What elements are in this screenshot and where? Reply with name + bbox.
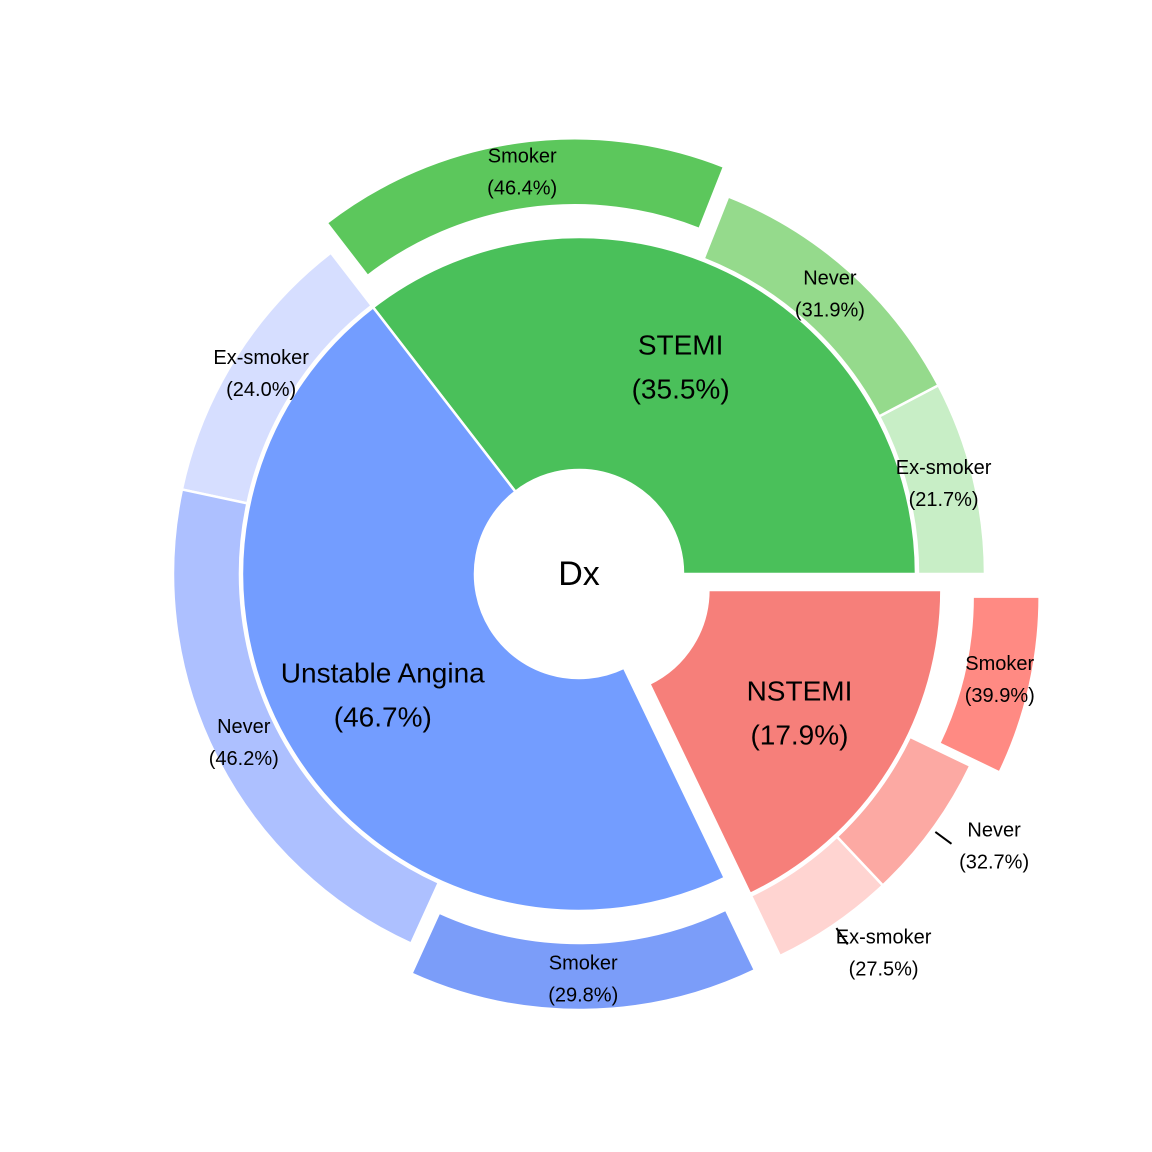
leader-line-nstemi-never — [934, 831, 953, 845]
outer-label-stemi-smoker: Smoker — [488, 145, 557, 167]
outer-label-nstemi-never: Never — [967, 819, 1021, 841]
outer-label-stemi-never: Never — [803, 268, 857, 290]
outer-pct-nstemi-smoker: (39.9%) — [965, 685, 1035, 707]
leader-line-nstemi-ex-smoker — [835, 927, 849, 946]
outer-label-stemi-ex-smoker: Ex-smoker — [896, 457, 992, 479]
center-label: Dx — [558, 555, 600, 593]
outer-slice-unstable-angina-never[interactable] — [171, 487, 441, 946]
outer-slice-nstemi-smoker[interactable] — [937, 595, 1041, 775]
outer-pct-nstemi-never: (32.7%) — [959, 851, 1029, 873]
outer-pct-stemi-smoker: (46.4%) — [487, 177, 557, 199]
outer-pct-nstemi-ex-smoker: (27.5%) — [849, 959, 919, 981]
outer-pct-unstable-angina-smoker: (29.8%) — [548, 984, 618, 1006]
inner-pct-nstemi: (17.9%) — [750, 719, 848, 750]
outer-slice-unstable-angina-smoker[interactable] — [409, 907, 757, 1012]
slices-layer — [171, 137, 1041, 1012]
inner-label-stemi: STEMI — [638, 330, 724, 361]
outer-slice-stemi-smoker[interactable] — [324, 137, 726, 278]
outer-label-unstable-angina-never: Never — [217, 716, 271, 738]
outer-pct-unstable-angina-never: (46.2%) — [209, 748, 279, 770]
inner-label-unstable-angina: Unstable Angina — [281, 657, 485, 688]
inner-label-nstemi: NSTEMI — [747, 675, 853, 706]
inner-slice-nstemi[interactable] — [647, 588, 943, 896]
outer-pct-stemi-never: (31.9%) — [795, 300, 865, 322]
labels-layer: STEMI (35.5%) Ex-smoker (21.7%) Never (31.9%)… — [209, 145, 1035, 1006]
outer-label-unstable-angina-smoker: Smoker — [549, 952, 618, 974]
inner-pct-stemi: (35.5%) — [632, 374, 730, 405]
center-hole — [475, 470, 683, 678]
outer-slice-nstemi-never[interactable] — [835, 735, 973, 888]
outer-slice-stemi-never[interactable] — [701, 194, 941, 419]
outer-pct-stemi-ex-smoker: (21.7%) — [909, 489, 979, 511]
outer-pct-unstable-angina-ex-smoker: (24.0%) — [226, 379, 296, 401]
outer-label-nstemi-ex-smoker: Ex-smoker — [836, 927, 932, 949]
outer-label-nstemi-smoker: Smoker — [965, 653, 1034, 675]
outer-label-unstable-angina-ex-smoker: Ex-smoker — [213, 347, 309, 369]
inner-pct-unstable-angina: (46.7%) — [334, 701, 432, 732]
